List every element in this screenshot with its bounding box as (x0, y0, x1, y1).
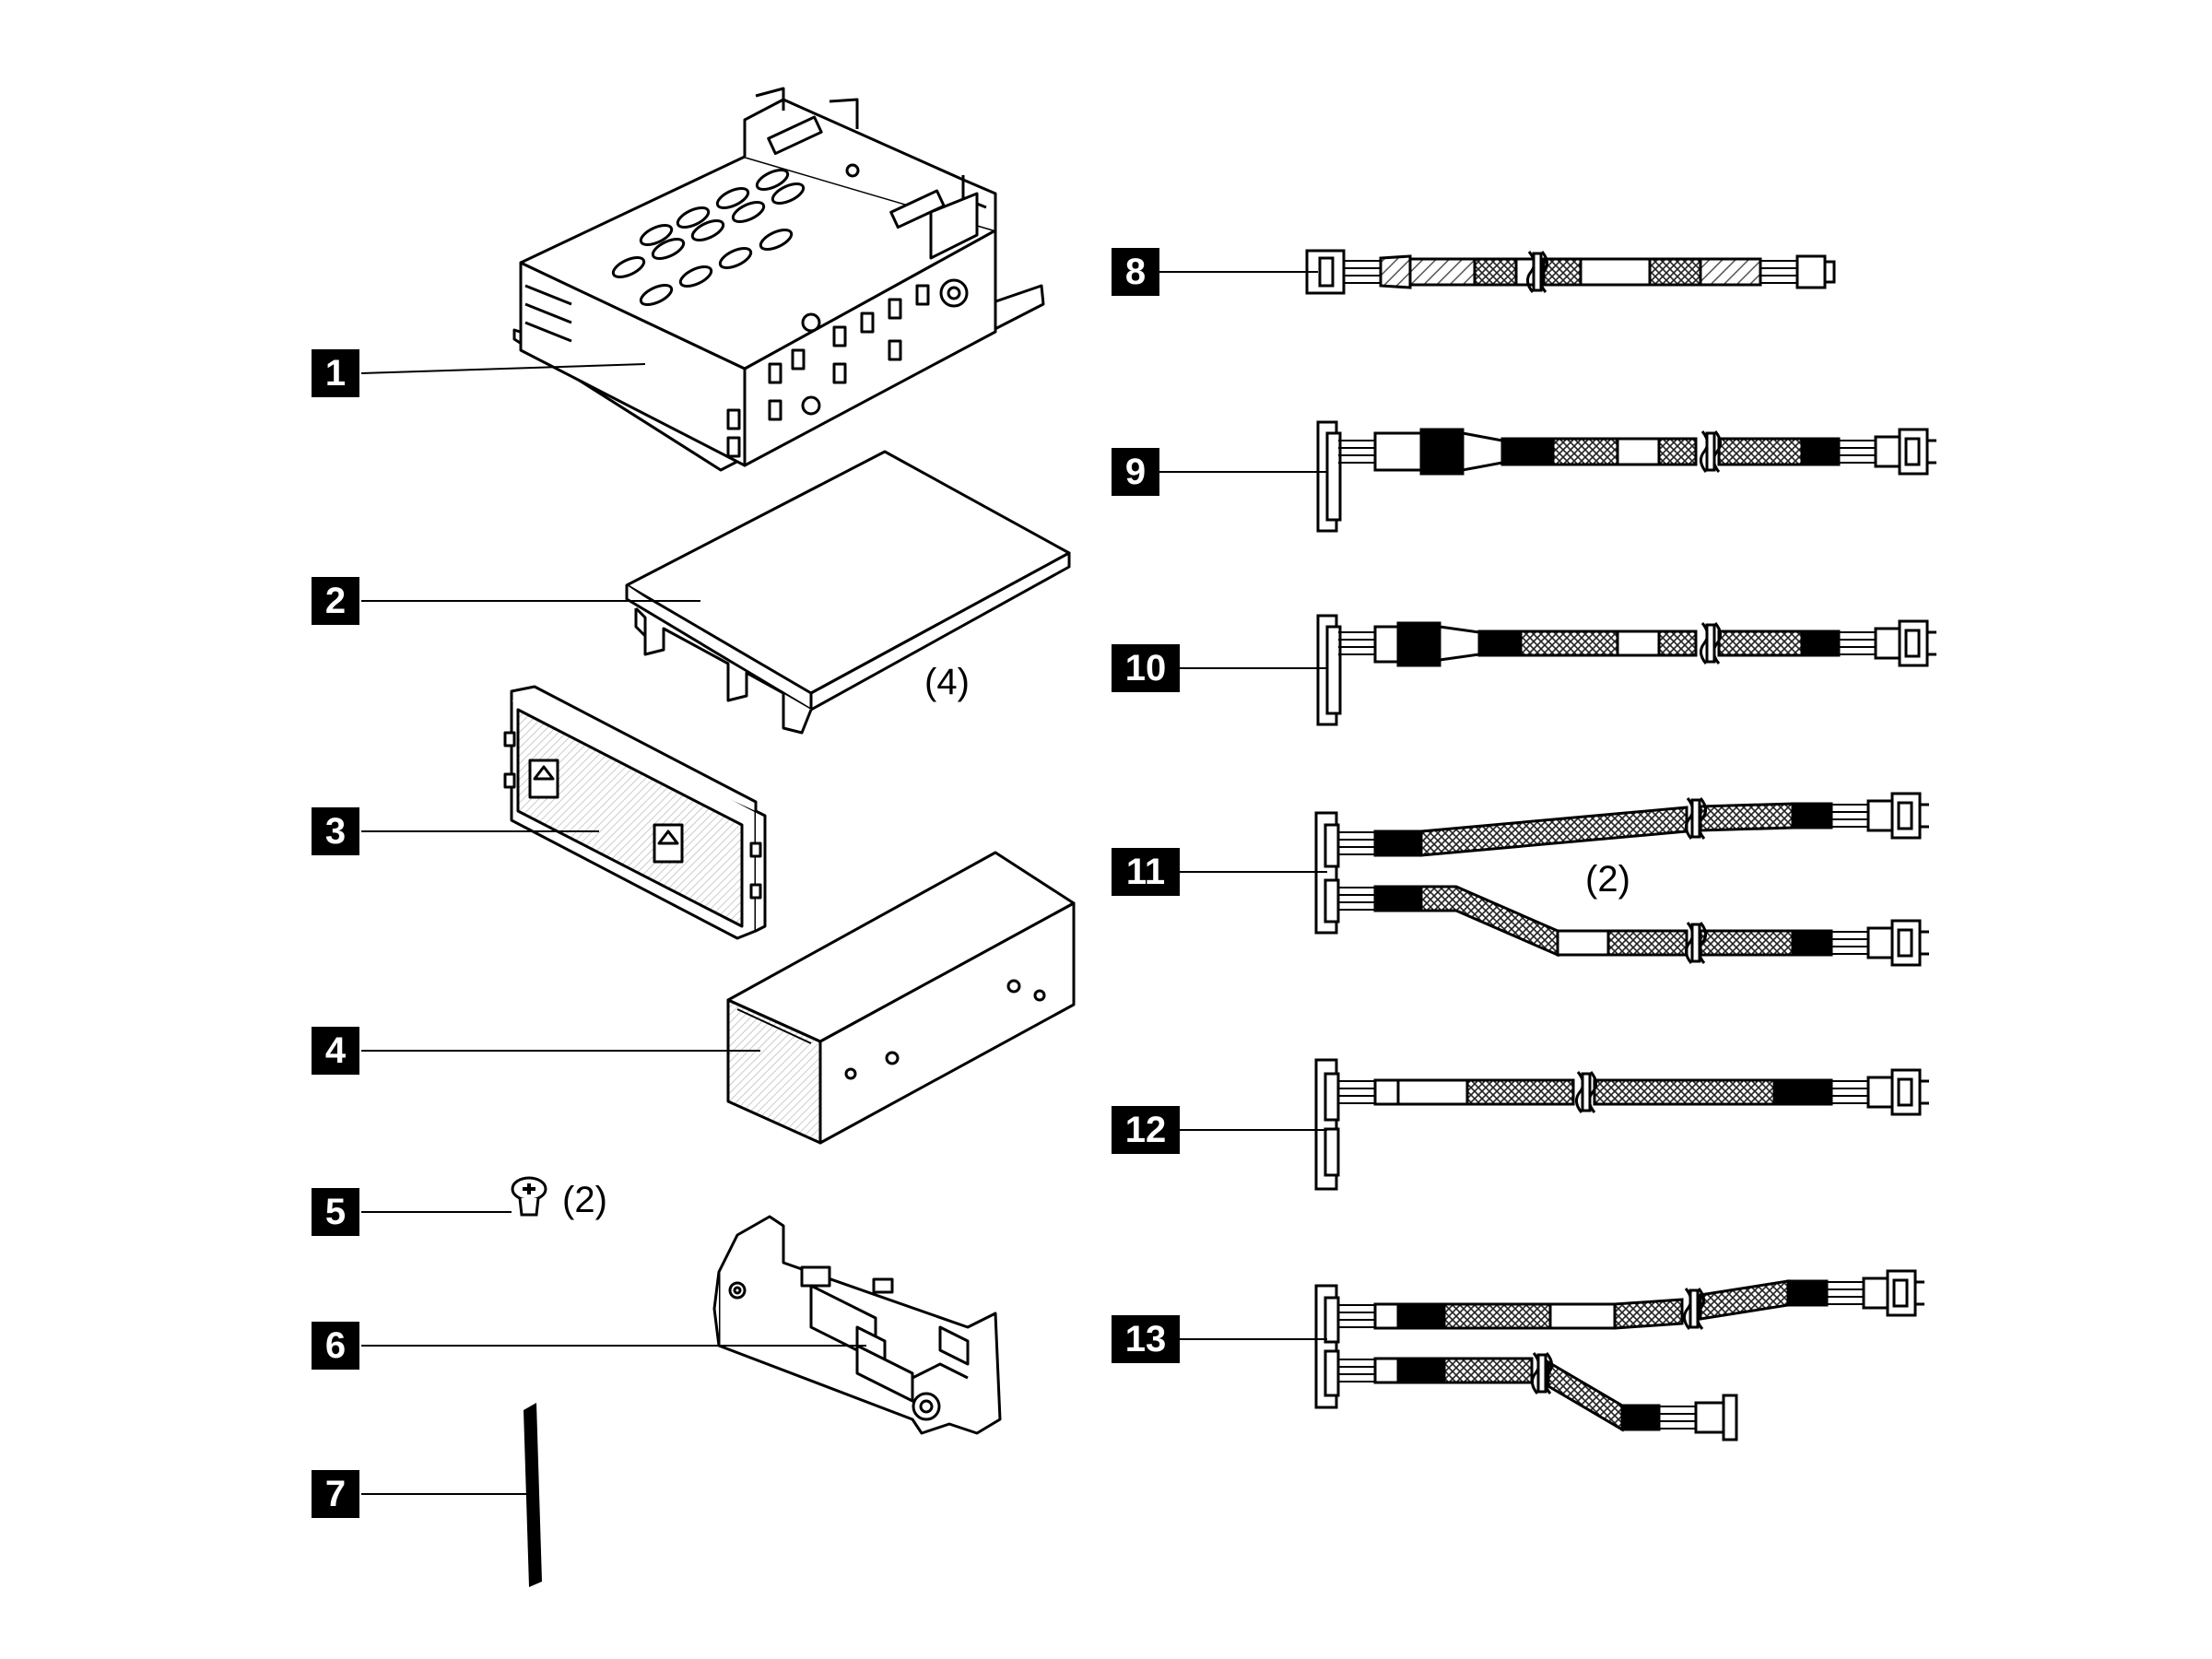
quantity-label-11: (2) (1585, 859, 1630, 900)
callout-10: 10 (1112, 644, 1180, 692)
cable-8-icon (1305, 249, 1836, 295)
callout-12: 12 (1112, 1106, 1180, 1154)
cable-9-icon (1316, 420, 1938, 533)
screw-icon (511, 1176, 547, 1217)
cable-11-icon (1314, 792, 1931, 967)
callout-3: 3 (312, 807, 359, 855)
backplane-bracket-icon (712, 1215, 1002, 1435)
callout-2: 2 (312, 577, 359, 625)
drive-cage-icon (512, 87, 1045, 472)
callout-11: 11 (1112, 848, 1180, 896)
callout-5: 5 (312, 1188, 359, 1236)
cable-12-icon (1314, 1058, 1931, 1191)
quantity-label-5: (2) (562, 1180, 607, 1220)
leader-line-1 (360, 363, 646, 374)
callout-6: 6 (312, 1322, 359, 1370)
drive-filler-icon (726, 851, 1076, 1145)
drive-tray-icon (625, 450, 1071, 735)
callout-8: 8 (1112, 248, 1159, 296)
label-strip-icon (524, 1403, 542, 1587)
callout-13: 13 (1112, 1315, 1180, 1363)
quantity-label-2: (4) (924, 662, 970, 702)
callout-1: 1 (312, 349, 359, 397)
callout-7: 7 (312, 1470, 359, 1518)
callout-4: 4 (312, 1027, 359, 1075)
cable-10-icon (1316, 614, 1938, 726)
cable-13-icon (1314, 1269, 1926, 1441)
backplane-board-icon (503, 685, 767, 940)
callout-9: 9 (1112, 448, 1159, 496)
